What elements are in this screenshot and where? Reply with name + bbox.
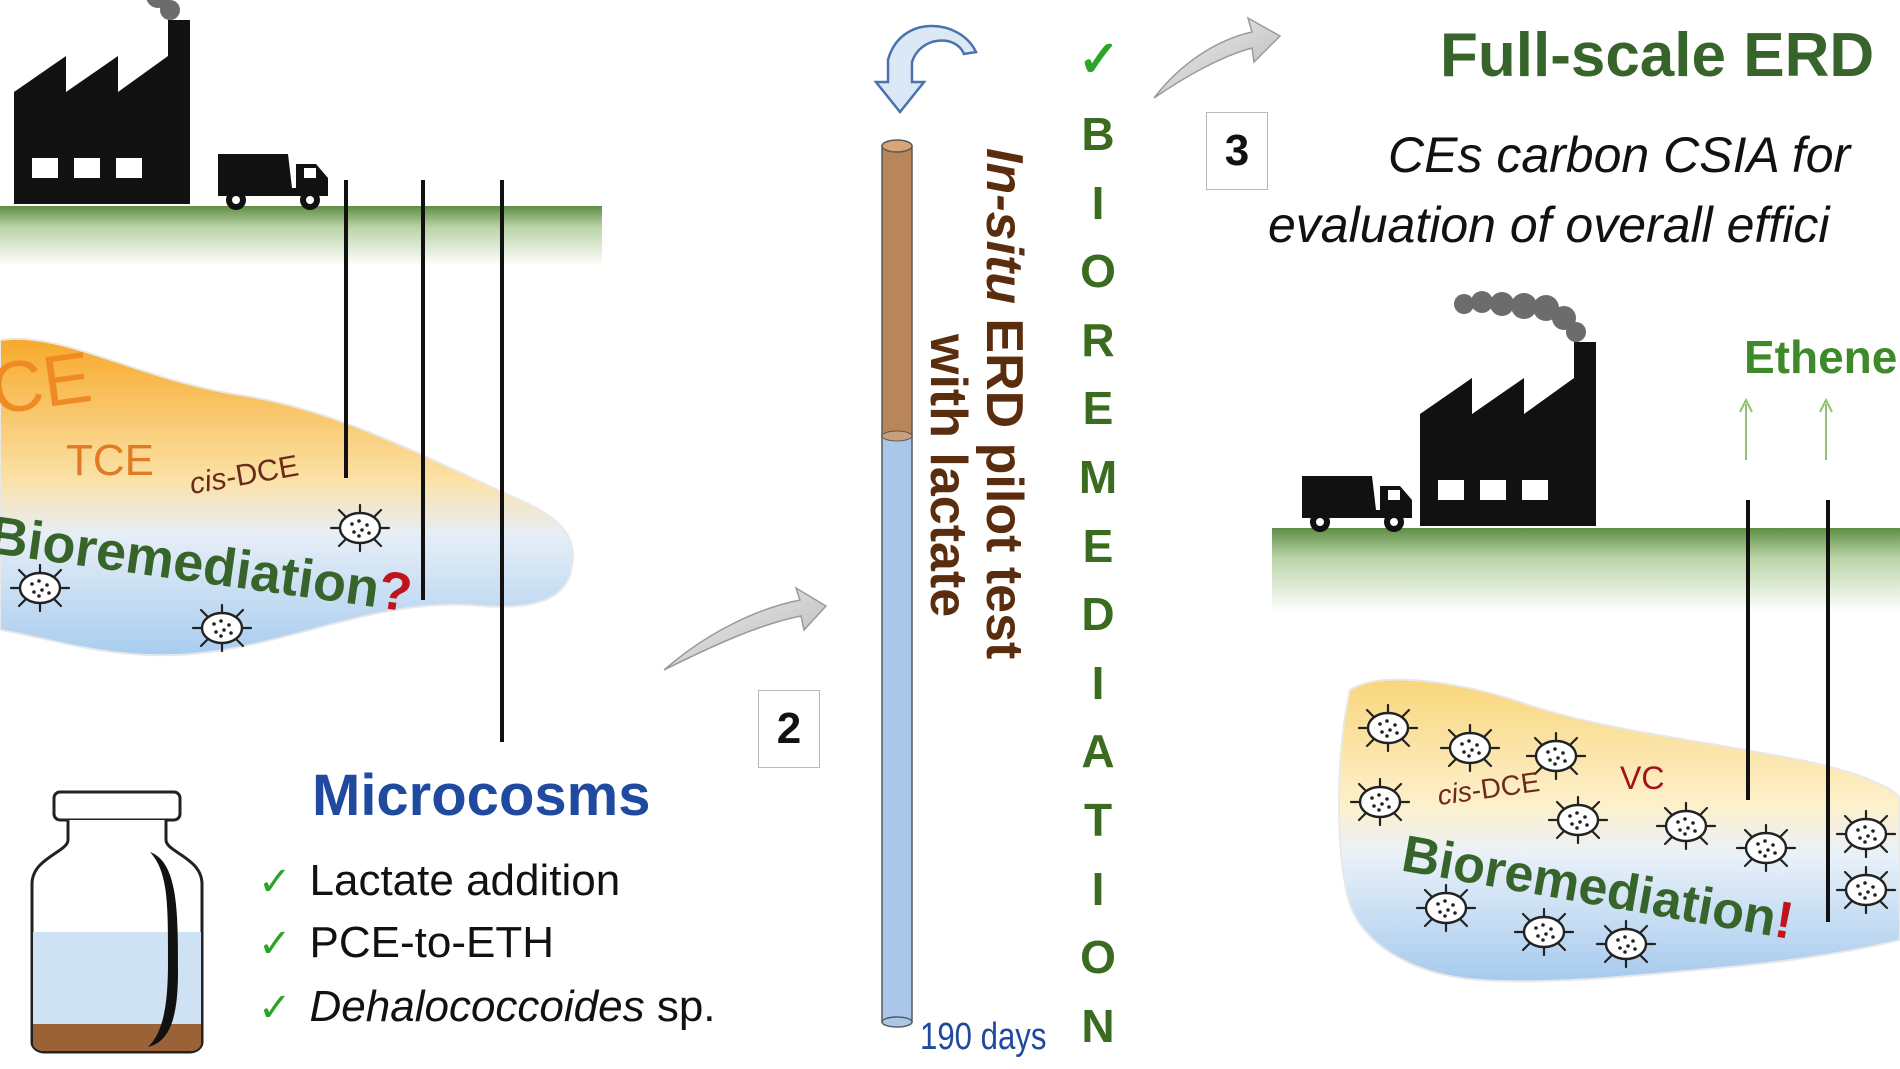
letter: R [1081, 313, 1115, 366]
recirculation-arrow [873, 24, 978, 115]
plume-left [0, 337, 574, 657]
letter: N [1081, 999, 1115, 1052]
bottle-icon [30, 790, 204, 1054]
ground-left [0, 206, 602, 266]
pilot-test-title-line1: In-situ ERD pilot test [974, 148, 1034, 659]
truck-icon-right [1302, 476, 1412, 532]
vc-label: VC [1620, 760, 1665, 796]
pilot-well-tube [881, 139, 913, 1028]
csia-subtitle-line1: CEs carbon CSIA for [1388, 127, 1851, 183]
step-2-box: 2 [758, 690, 820, 768]
letter: M [1078, 450, 1118, 503]
letter: O [1080, 931, 1116, 984]
ethene-arrows [1739, 397, 1833, 460]
letter: O [1080, 245, 1116, 298]
letter: D [1081, 588, 1115, 641]
letter: T [1083, 793, 1113, 846]
letter: E [1082, 519, 1114, 572]
factory-icon [14, 0, 190, 204]
letter: I [1091, 862, 1105, 915]
check-icon: ✓ [258, 860, 292, 904]
microcosm-item-lactate: ✓ Lactate addition [258, 856, 620, 906]
full-scale-title: Full-scale ERD [1440, 21, 1875, 90]
letter: B [1081, 108, 1115, 160]
ethene-label: Ethene [1744, 331, 1898, 383]
microcosm-item-dehalococcoides: ✓ Dehalococcoides sp. [258, 982, 716, 1032]
letter: I [1091, 656, 1105, 709]
pce-label: CE [0, 337, 97, 431]
step-3-box: 3 [1206, 112, 1268, 190]
letter: E [1082, 382, 1114, 435]
truck-icon [218, 154, 328, 210]
cis-prefix: cis [1435, 775, 1474, 812]
factory-icon-right [1420, 291, 1596, 526]
check-icon: ✓ [258, 922, 292, 966]
wells-right [1746, 500, 1830, 922]
duration-label: 190 days [920, 1016, 1047, 1058]
item-text: PCE-to-ETH [309, 918, 554, 967]
letter: A [1081, 725, 1115, 778]
wells-left [344, 180, 504, 742]
cis-prefix: cis [187, 462, 229, 502]
letter: I [1091, 176, 1105, 229]
pilot-test-title-line2: with lactate [919, 334, 977, 618]
bioremediation-vertical: B I O R E M E D I A T I O N [1078, 100, 1118, 1060]
microcosms-title: Microcosms [312, 763, 651, 828]
csia-subtitle-line2: evaluation of overall effici [1268, 197, 1830, 253]
item-text: Lactate addition [309, 856, 621, 905]
pilot-test-text: ERD pilot test [975, 303, 1033, 660]
check-icon: ✓ [1078, 31, 1120, 87]
item-text: sp. [644, 982, 716, 1031]
tce-label: TCE [66, 436, 154, 485]
check-icon: ✓ [258, 986, 292, 1030]
microcosm-item-pce-eth: ✓ PCE-to-ETH [258, 918, 554, 968]
arrow-2-to-3 [1153, 16, 1282, 99]
item-italic: Dehalococcoides [309, 982, 645, 1031]
ground-right [1272, 528, 1900, 612]
in-situ-text: In-situ [975, 148, 1033, 304]
arrow-1-to-2 [663, 586, 828, 671]
